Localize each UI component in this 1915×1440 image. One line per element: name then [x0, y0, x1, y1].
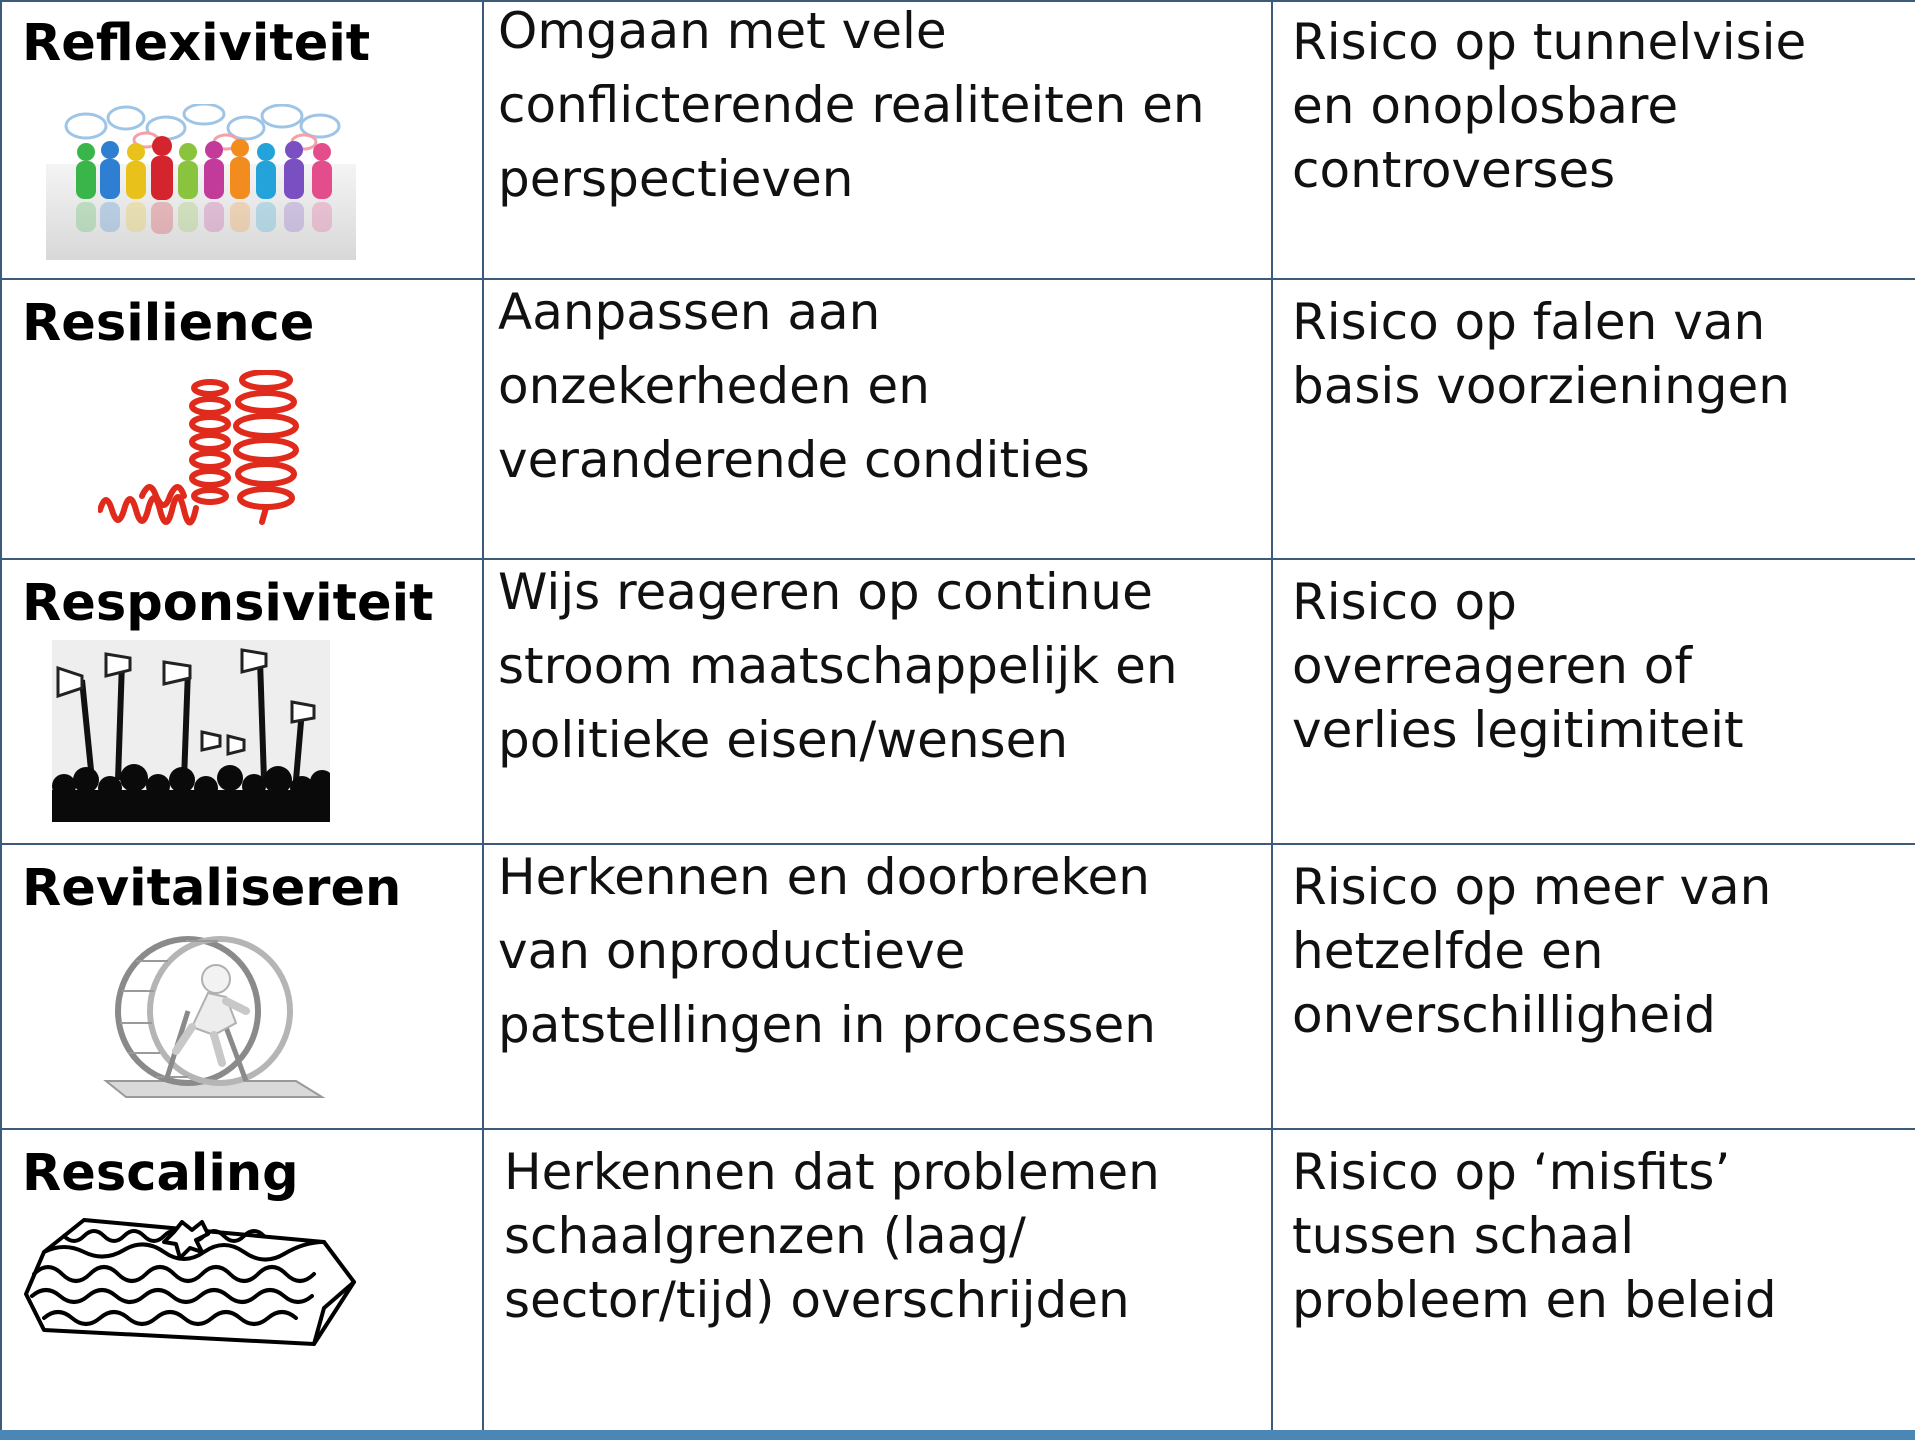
row-title: Revitaliseren: [22, 859, 402, 918]
row-risk: Risico op tunnelvisie en onoplosbare con…: [1292, 13, 1807, 199]
row-risk: Risico op ‘misfits’ tussen schaal proble…: [1292, 1143, 1777, 1329]
table-row: Responsiviteit: [0, 560, 482, 843]
table-row: Rescaling: [0, 1130, 482, 1430]
column-divider-2: [1271, 0, 1273, 1432]
row-risk: Risico op overreageren of verlies legiti…: [1292, 573, 1744, 759]
row-description: Herkennen dat problemen schaalgrenzen (l…: [504, 1143, 1160, 1329]
row-risk: Risico op falen van basis voorzieningen: [1292, 293, 1790, 415]
row-title: Responsiviteit: [22, 574, 434, 633]
hamster-wheel-icon: [96, 931, 328, 1109]
table-row: Revitaliseren: [0, 845, 482, 1128]
row-risk: Risico op meer van hetzelfde en onversch…: [1292, 858, 1772, 1044]
row-title: Rescaling: [22, 1144, 299, 1203]
row-divider-3: [0, 843, 1915, 845]
bottom-accent-bar: [0, 1430, 1915, 1440]
table-row: Reflexiviteit: [0, 0, 482, 278]
row-description: Herkennen en doorbreken van onproductiev…: [498, 848, 1156, 1054]
row-title: Reflexiviteit: [22, 14, 371, 73]
column-divider-1: [482, 0, 484, 1432]
row-description: Omgaan met vele conflicterende realiteit…: [498, 2, 1205, 208]
brain-block-icon: [24, 1212, 360, 1352]
red-springs-icon: [97, 369, 306, 530]
row-divider-1: [0, 278, 1915, 280]
crowd-megaphones-icon: [52, 640, 334, 822]
row-title: Resilience: [22, 294, 315, 353]
table-border-left: [0, 0, 2, 1432]
table-border-top: [0, 0, 1915, 2]
row-divider-4: [0, 1128, 1915, 1130]
people-speech-bubbles-icon: [46, 102, 356, 260]
row-description: Aanpassen aan onzekerheden en veranderen…: [498, 283, 1090, 489]
table-row: Resilience: [0, 280, 482, 558]
row-divider-2: [0, 558, 1915, 560]
row-description: Wijs reageren op continue stroom maatsch…: [498, 563, 1178, 769]
